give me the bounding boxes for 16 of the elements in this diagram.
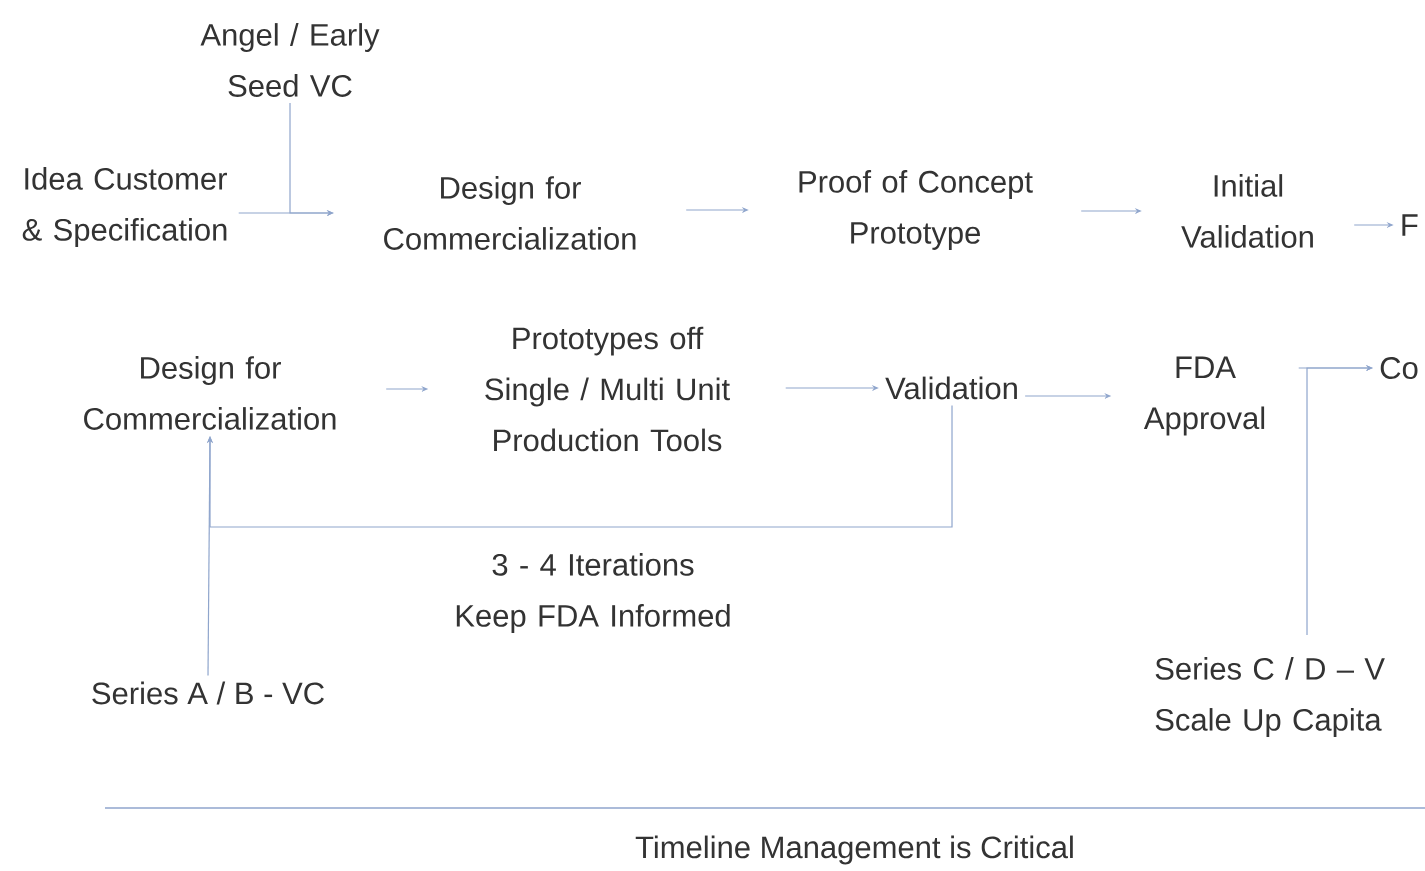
step-text: Co xyxy=(1380,357,1418,379)
arrow xyxy=(1306,364,1373,636)
step-text: Proof of Concept Prototype xyxy=(799,170,1033,250)
step-text: Validation xyxy=(885,376,1017,400)
step-text: Series A / B - VC xyxy=(92,681,324,705)
step-text: FDA Approval xyxy=(1143,356,1265,436)
step-text: Series C / D – V Scale Up Capita xyxy=(1155,657,1385,737)
step-text: Idea Customer & Specification xyxy=(22,167,227,247)
step-text: Initial Validation xyxy=(1181,174,1313,248)
step-text: Design for Commercialization xyxy=(384,176,636,250)
step-text: Design for Commercialization xyxy=(84,356,336,430)
step-text: Angel / Early Seed VC xyxy=(200,23,380,97)
step-text: Prototypes off Single / Multi Unit Production Tools xyxy=(485,326,730,452)
caption: Timeline Management is Critical xyxy=(635,835,1073,865)
edge-label: 3 - 4 Iterations Keep FDA Informed xyxy=(456,553,730,633)
step-text: F xyxy=(1402,214,1418,236)
